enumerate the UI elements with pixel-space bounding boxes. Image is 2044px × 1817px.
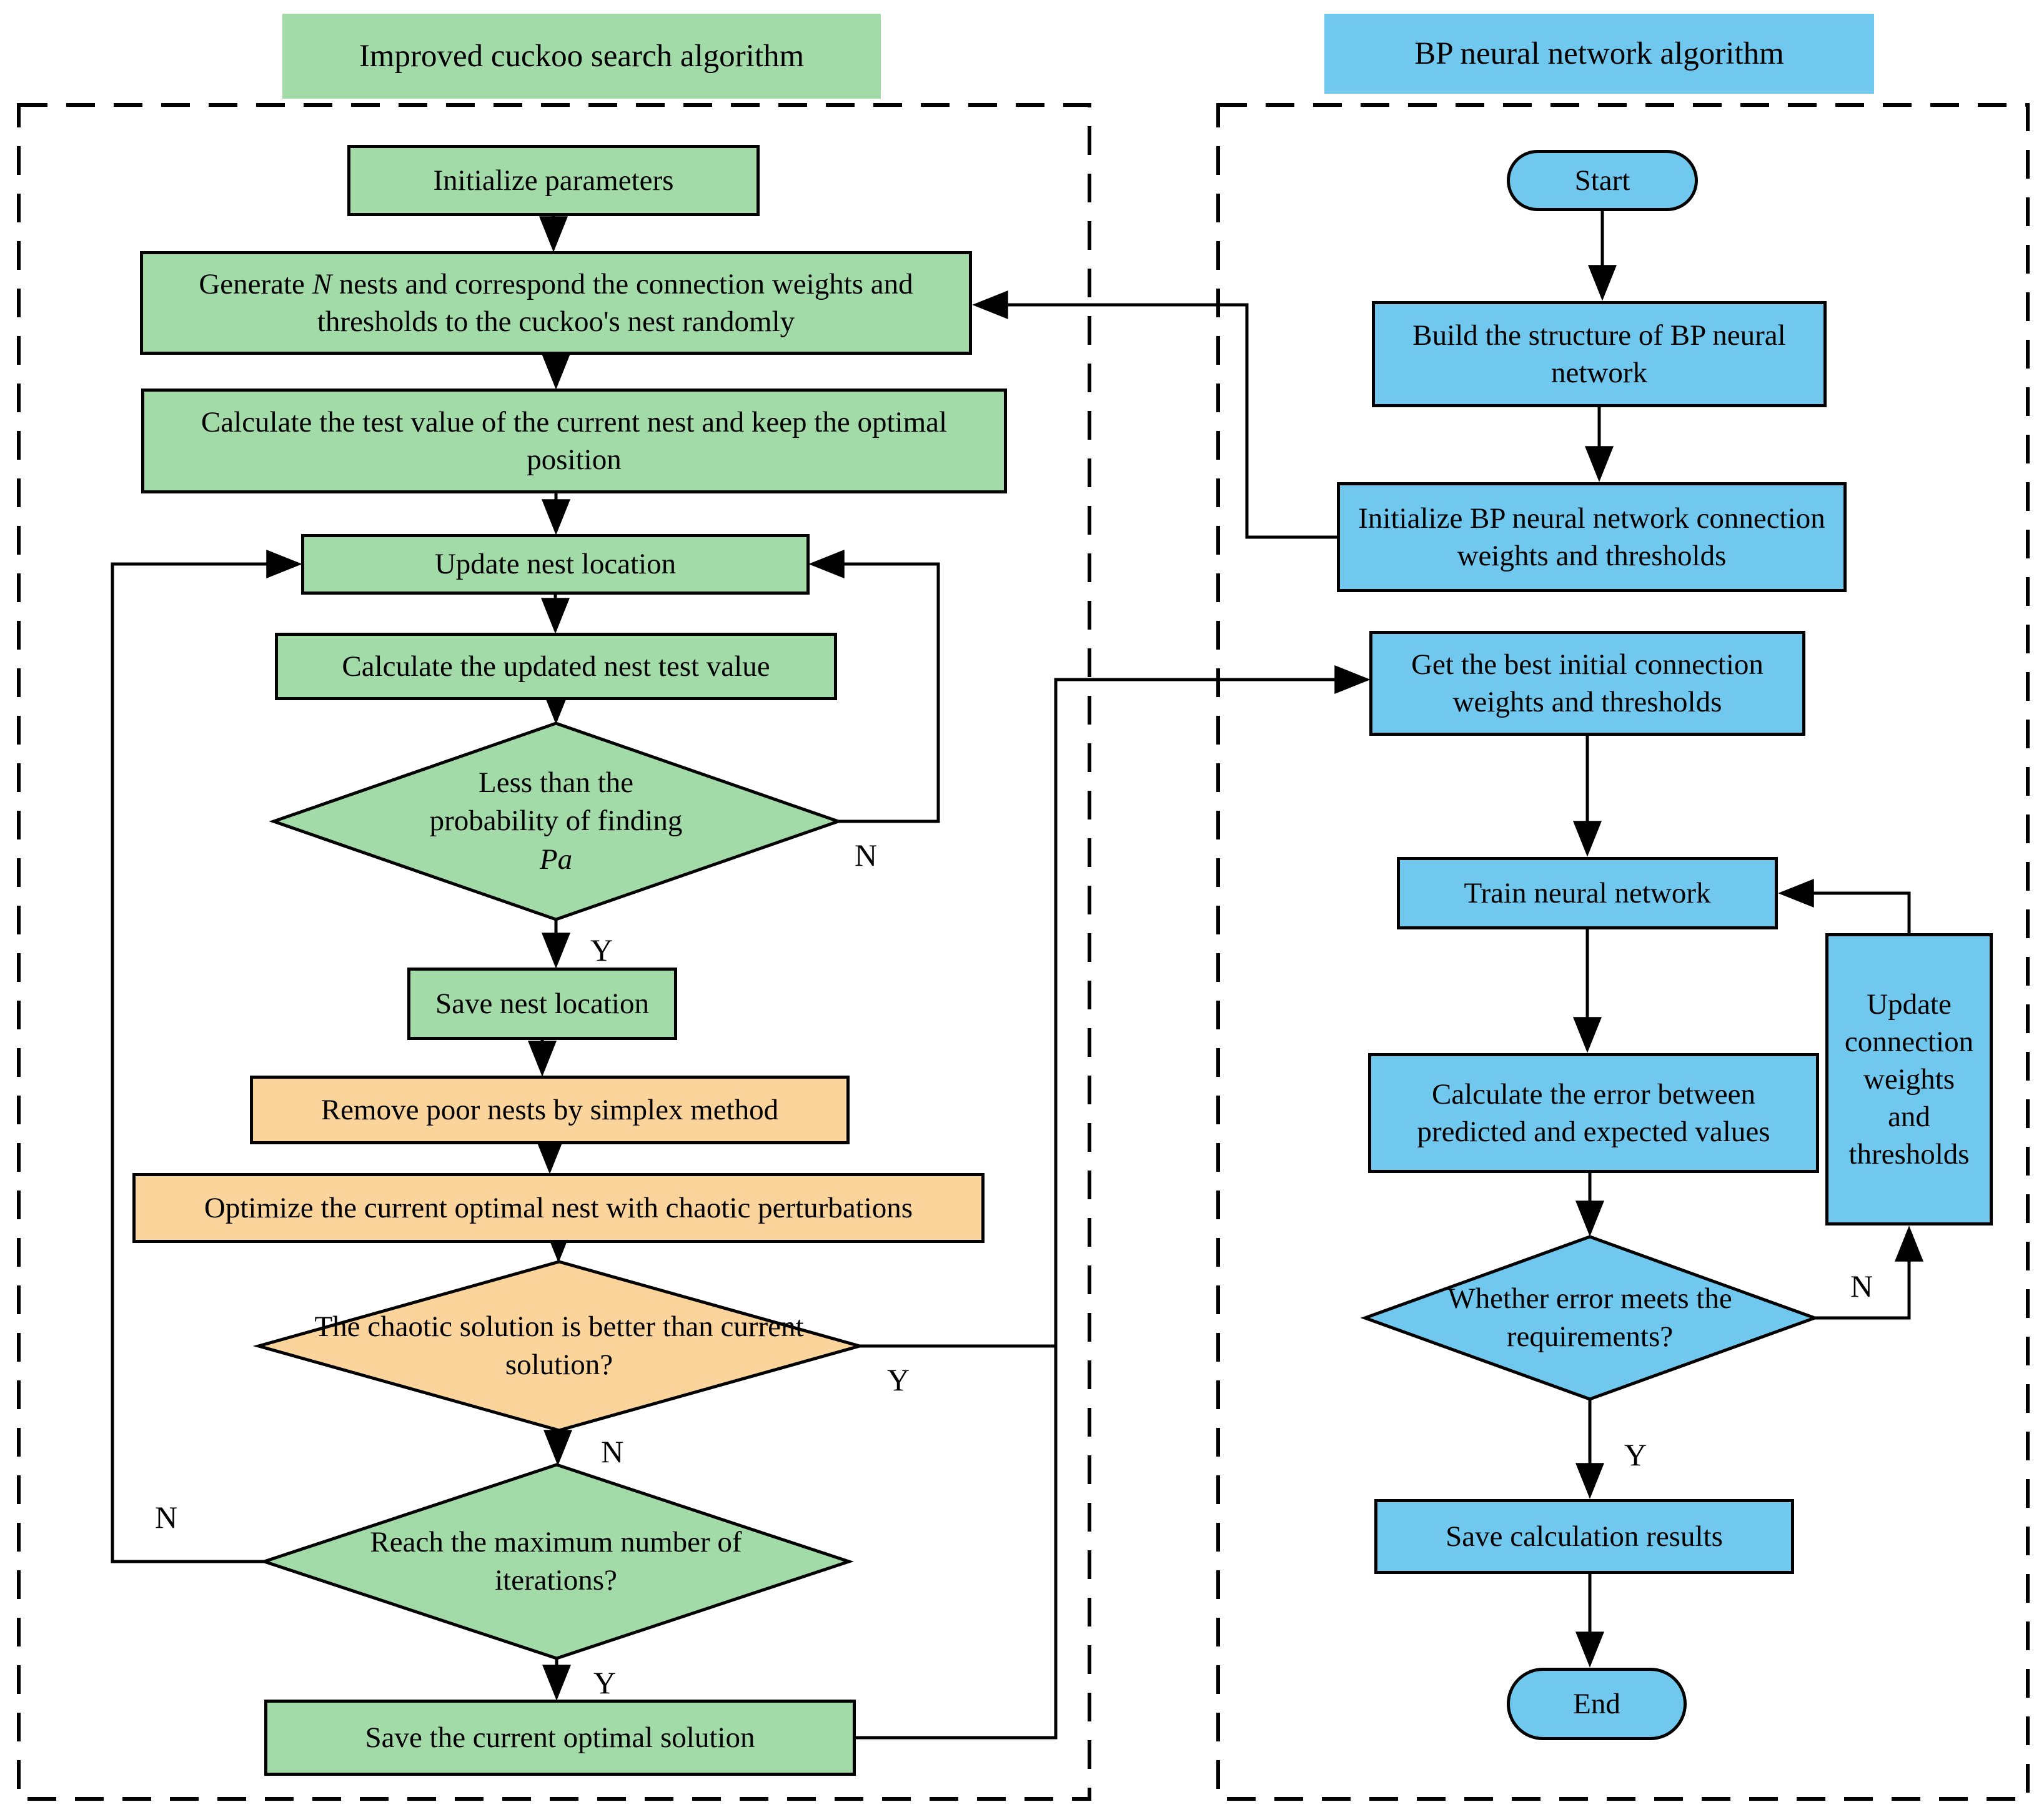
- label-iter-yes: Y: [593, 1665, 617, 1700]
- save-optimal-solution-box: Save the current optimal solution: [264, 1700, 856, 1776]
- error-diamond-label: Whether error meets the requirements?: [1447, 1282, 1732, 1353]
- save-results-box: Save calculation results: [1374, 1499, 1794, 1574]
- save-nest-location-box: Save nest location: [407, 968, 677, 1040]
- end-terminator: End: [1507, 1668, 1687, 1740]
- calc-updated-test-box: Calculate the updated nest test value: [275, 633, 837, 700]
- left-panel-border: [17, 103, 1091, 1801]
- init-bp-weights-box: Initialize BP neural network connection …: [1337, 482, 1847, 592]
- left-panel-title: Improved cuckoo search algorithm: [282, 14, 881, 99]
- iterations-decision-diamond: [259, 1463, 854, 1660]
- build-structure-box: Build the structure of BP neural network: [1372, 301, 1827, 407]
- get-best-weights-box: Get the best initial connection weights …: [1369, 631, 1805, 736]
- calc-error-box: Calculate the error between predicted an…: [1368, 1053, 1819, 1173]
- pa-decision-diamond: [269, 721, 843, 921]
- label-whether-yes: Y: [1624, 1437, 1647, 1472]
- update-weights-box: Update connection weights and thresholds: [1825, 933, 1993, 1225]
- label-iter-no: N: [155, 1500, 178, 1535]
- train-network-box: Train neural network: [1397, 857, 1778, 929]
- pa-diamond-label: Less than the probability of finding Pa: [429, 766, 683, 876]
- label-chaotic-no: N: [601, 1434, 624, 1469]
- remove-poor-nests-box: Remove poor nests by simplex method: [250, 1076, 850, 1144]
- generate-nests-box: Generate N nests and correspond the conn…: [140, 251, 972, 355]
- right-panel-title: BP neural network algorithm: [1324, 14, 1874, 94]
- right-panel-border: [1216, 103, 2030, 1801]
- label-pa-yes: Y: [590, 933, 613, 968]
- connector-initbp-to-generate: [972, 290, 1337, 539]
- chaotic-diamond-label: The chaotic solution is better than curr…: [314, 1310, 804, 1381]
- calc-test-value-box: Calculate the test value of the current …: [141, 389, 1007, 493]
- loop-updateweights-to-train: [1778, 879, 1911, 933]
- loop-iter-no-to-update: [111, 550, 302, 1563]
- label-whether-no: N: [1850, 1269, 1873, 1304]
- optimize-chaotic-box: Optimize the current optimal nest with c…: [132, 1173, 985, 1243]
- error-decision-diamond: [1360, 1235, 1820, 1401]
- iterations-diamond-label: Reach the maximum number of iterations?: [370, 1525, 742, 1597]
- update-nest-location-box: Update nest location: [301, 534, 810, 595]
- chaotic-decision-diamond: [252, 1260, 866, 1432]
- connector-saveoptimal-to-getbest: [856, 665, 1371, 1740]
- loop-whether-no-to-updateweights: [1815, 1225, 1923, 1320]
- start-terminator: Start: [1507, 150, 1698, 211]
- loop-pa-no-to-update: [808, 550, 940, 823]
- label-chaotic-yes: Y: [887, 1362, 910, 1397]
- label-pa-no: N: [855, 838, 878, 873]
- init-parameters-box: Initialize parameters: [347, 145, 760, 216]
- generate-nests-label: Generate N nests and correspond the conn…: [199, 267, 913, 338]
